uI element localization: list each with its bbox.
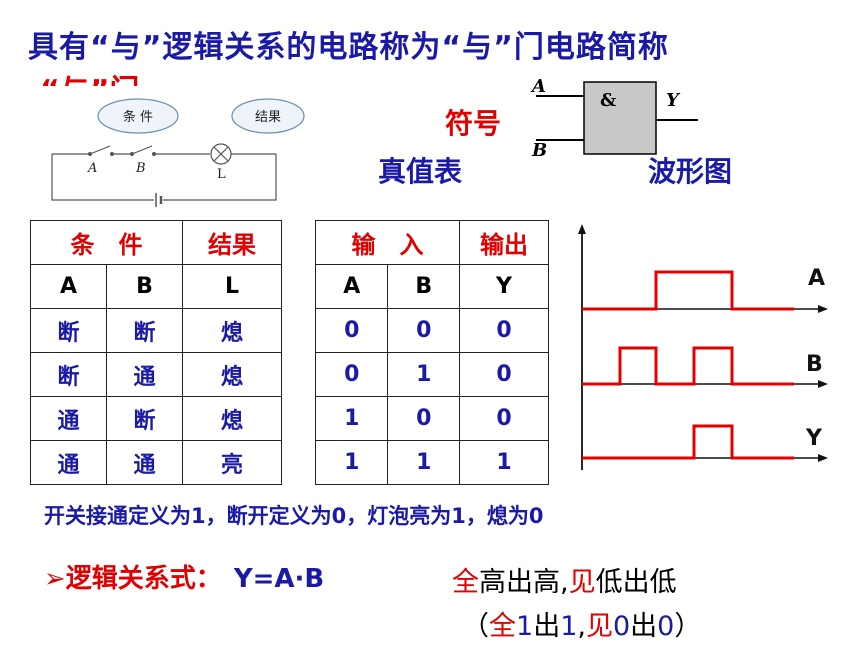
condition-table: 条 件 结果 A B L 断 断 熄 断 通 熄 通 断 熄 通 通 亮 xyxy=(30,220,282,485)
rule-word: 低出低 xyxy=(595,567,677,598)
cell: 1 xyxy=(387,440,460,485)
gate-input-b: B xyxy=(531,140,547,161)
waveform-a xyxy=(582,270,794,311)
table-row: 断 通 熄 xyxy=(30,352,282,397)
cell: 通 xyxy=(30,396,107,441)
result-bubble-text: 结果 xyxy=(255,110,281,125)
gate-body xyxy=(583,81,657,155)
cell: 断 xyxy=(30,308,107,353)
rule-line-2: （全1出1,见0出0） xyxy=(462,604,701,643)
cell: 通 xyxy=(106,440,183,485)
table-row: 0 0 0 xyxy=(314,308,549,353)
column-b-header: B xyxy=(106,264,183,309)
rule-word: 全 xyxy=(452,567,479,598)
rule-word: 见 xyxy=(568,567,596,598)
column-a-header: A xyxy=(30,264,107,309)
column-y-header: Y xyxy=(459,264,549,309)
cell: 0 xyxy=(459,396,549,441)
rule-word: 出 xyxy=(630,611,658,642)
table-row: 通 通 亮 xyxy=(30,440,282,485)
cell: 断 xyxy=(106,308,183,353)
cell: 熄 xyxy=(182,352,282,397)
input-header: 输 入 xyxy=(315,220,460,265)
definition-note: 开关接通定义为1，断开定义为0，灯泡亮为1，熄为0 xyxy=(44,504,544,528)
rule-word: （ xyxy=(462,611,489,642)
rule-word: ） xyxy=(674,611,702,642)
rule-word: 1 xyxy=(560,611,578,642)
rule-word: 见 xyxy=(585,611,613,642)
rule-word: 高出高, xyxy=(479,567,569,598)
column-b-header: B xyxy=(387,264,460,309)
waveform-b xyxy=(582,346,794,386)
rule-word: 0 xyxy=(657,611,675,642)
truth-table: 输 入 输出 A B Y 0 0 0 0 1 0 1 0 0 1 1 1 xyxy=(314,220,549,485)
logic-formula: ➢逻辑关系式： Y=A·B xyxy=(44,558,324,595)
condition-bubble xyxy=(97,98,179,134)
bullet-arrow-icon: ➢ xyxy=(44,564,66,594)
cell: 1 xyxy=(459,440,549,485)
gate-input-a: A xyxy=(530,76,546,97)
cell: 断 xyxy=(30,352,107,397)
waveform-label-b: B xyxy=(806,352,823,377)
cell: 亮 xyxy=(182,440,282,485)
switch-b xyxy=(131,145,153,155)
cell: 熄 xyxy=(182,396,282,441)
switch-b-label: B xyxy=(135,161,146,176)
truth-table-label: 真值表 xyxy=(378,155,463,188)
formula-label: 逻辑关系式： xyxy=(65,564,222,594)
table-row: 通 断 熄 xyxy=(30,396,282,441)
waveform-label: 波形图 xyxy=(648,155,733,188)
cell: 0 xyxy=(459,352,549,397)
cell: 0 xyxy=(387,308,460,353)
cell: 通 xyxy=(30,440,107,485)
formula-expression: Y=A·B xyxy=(233,564,325,594)
and-gate-symbol: A B Y & xyxy=(530,76,698,161)
cell: 1 xyxy=(314,396,389,441)
table-row: 断 断 熄 xyxy=(30,308,282,353)
rule-word: 全 xyxy=(489,611,516,642)
cell: 断 xyxy=(106,396,183,441)
rule-word: , xyxy=(577,611,586,642)
rule-word: 0 xyxy=(612,611,631,642)
condition-header: 条 件 xyxy=(30,220,183,265)
cell: 熄 xyxy=(182,308,282,353)
table-row: 1 0 0 xyxy=(314,396,549,441)
gate-and-sign: & xyxy=(600,90,616,111)
page-title-continuation: “与”门 xyxy=(40,66,139,86)
waveform-label-a: A xyxy=(808,266,826,291)
cell: 0 xyxy=(314,308,389,353)
rule-line-1: 全高出高,见低出低 xyxy=(452,560,677,599)
column-a-header: A xyxy=(314,264,389,309)
waveform-diagram xyxy=(578,224,828,470)
result-bubble xyxy=(231,98,305,134)
cell: 0 xyxy=(314,352,389,397)
cell: 0 xyxy=(387,396,460,441)
table-row: 1 1 1 xyxy=(314,440,549,485)
cell: 1 xyxy=(387,352,460,397)
symbol-label: 符号 xyxy=(445,107,502,140)
condition-bubble-text: 条 件 xyxy=(123,109,153,125)
switch-a xyxy=(89,145,111,155)
waveform-label-y: Y xyxy=(806,426,822,451)
cell: 1 xyxy=(314,440,389,485)
rule-word: 出 xyxy=(533,611,561,642)
cell: 0 xyxy=(459,308,549,353)
rule-word: 1 xyxy=(516,611,534,642)
lamp-label: L xyxy=(217,167,226,182)
column-l-header: L xyxy=(182,264,282,309)
result-header: 结果 xyxy=(182,220,282,265)
page-title: 具有“与”逻辑关系的电路称为“与”门电路简称 xyxy=(28,30,669,65)
switch-a-label: A xyxy=(87,161,97,176)
cell: 通 xyxy=(106,352,183,397)
table-row: 0 1 0 xyxy=(314,352,549,397)
output-header: 输出 xyxy=(459,220,549,265)
switch-circuit-diagram: 条 件 结果 A B L xyxy=(51,98,305,207)
gate-output-y: Y xyxy=(666,90,681,111)
waveform-y xyxy=(582,424,794,460)
